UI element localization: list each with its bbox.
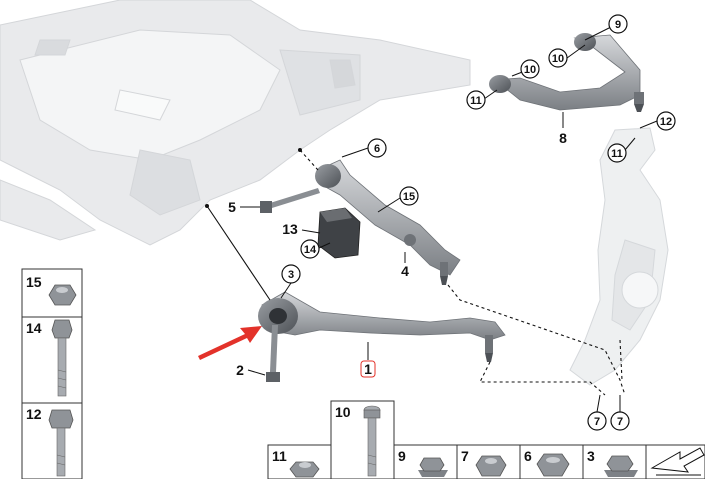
label-8: 8 bbox=[559, 130, 567, 146]
label-5: 5 bbox=[228, 199, 236, 215]
callout-11-a bbox=[466, 90, 486, 110]
part-number-9: 9 bbox=[398, 448, 406, 464]
callout-10-b bbox=[520, 59, 540, 79]
label-2: 2 bbox=[236, 362, 244, 378]
callout-11-a-text: 11 bbox=[470, 95, 482, 107]
part-number-3: 3 bbox=[587, 448, 595, 464]
nut-9-icon bbox=[418, 457, 448, 477]
part-number-12: 12 bbox=[26, 406, 42, 422]
nut-7-icon bbox=[475, 455, 507, 477]
part-number-11: 11 bbox=[272, 448, 287, 464]
part-cell-10 bbox=[330, 400, 395, 479]
nut-15-icon bbox=[48, 284, 77, 306]
callout-10-a-text: 10 bbox=[552, 53, 564, 65]
callout-14 bbox=[300, 239, 320, 259]
label-1: 1 bbox=[364, 361, 372, 377]
callout-6-text: 6 bbox=[374, 143, 380, 155]
callout-14-text: 14 bbox=[304, 244, 317, 256]
callout-7-a-text: 7 bbox=[594, 416, 600, 428]
callouts bbox=[281, 14, 676, 431]
callout-15 bbox=[399, 186, 419, 206]
part-number-10: 10 bbox=[335, 404, 351, 420]
callout-12 bbox=[656, 111, 676, 131]
callout-7-a bbox=[587, 411, 607, 431]
nut-3-icon bbox=[604, 455, 638, 477]
tension-strut-illustration bbox=[315, 159, 461, 285]
callout-3 bbox=[281, 264, 301, 284]
part-number-6: 6 bbox=[524, 448, 532, 464]
plain-labels: 8 5 13 4 2 bbox=[228, 130, 567, 378]
callout-7-b-text: 7 bbox=[617, 416, 623, 428]
parts-table-left: 15 14 12 bbox=[21, 268, 83, 479]
part-cell-14 bbox=[21, 316, 83, 404]
bolt-2-illustration bbox=[266, 325, 280, 382]
parts-table-bottom: 10 11 9 7 6 3 bbox=[267, 400, 705, 479]
callout-11-b bbox=[607, 143, 627, 163]
subframe-illustration bbox=[0, 0, 471, 246]
nut-11-icon bbox=[289, 461, 320, 478]
view-direction-arrow-icon bbox=[650, 447, 705, 476]
callout-9 bbox=[608, 14, 628, 34]
callout-3-text: 3 bbox=[288, 269, 294, 281]
bolt-10-icon bbox=[363, 405, 381, 477]
callout-12-text: 12 bbox=[660, 116, 672, 128]
bolt-5-illustration bbox=[260, 188, 320, 213]
label-13: 13 bbox=[282, 221, 298, 237]
callout-10-a bbox=[548, 48, 568, 68]
rubber-mount-illustration bbox=[317, 207, 361, 259]
callout-10-b-text: 10 bbox=[524, 64, 536, 76]
callout-7-b bbox=[610, 411, 630, 431]
label-4: 4 bbox=[401, 263, 409, 279]
callout-9-text: 9 bbox=[615, 19, 621, 31]
part-number-7: 7 bbox=[461, 448, 469, 464]
nut-6-icon bbox=[536, 453, 570, 477]
callout-texts: 9 10 10 11 12 11 6 15 14 3 7 7 bbox=[288, 19, 672, 428]
part-number-15: 15 bbox=[26, 274, 42, 290]
installation-lines bbox=[206, 149, 626, 396]
upper-control-arm-illustration bbox=[489, 33, 644, 112]
callout-6 bbox=[367, 138, 387, 158]
callout-11-b-text: 11 bbox=[611, 148, 623, 160]
steering-knuckle-illustration bbox=[569, 127, 669, 386]
bolt-14-icon bbox=[51, 319, 73, 397]
lower-wishbone-illustration bbox=[258, 291, 506, 362]
bolt-12-icon bbox=[48, 409, 74, 477]
label-1-highlight bbox=[360, 360, 376, 378]
part-number-14: 14 bbox=[26, 320, 42, 336]
callout-15-text: 15 bbox=[403, 191, 415, 203]
highlight-arrow bbox=[198, 326, 262, 360]
leader-lines bbox=[240, 26, 658, 413]
